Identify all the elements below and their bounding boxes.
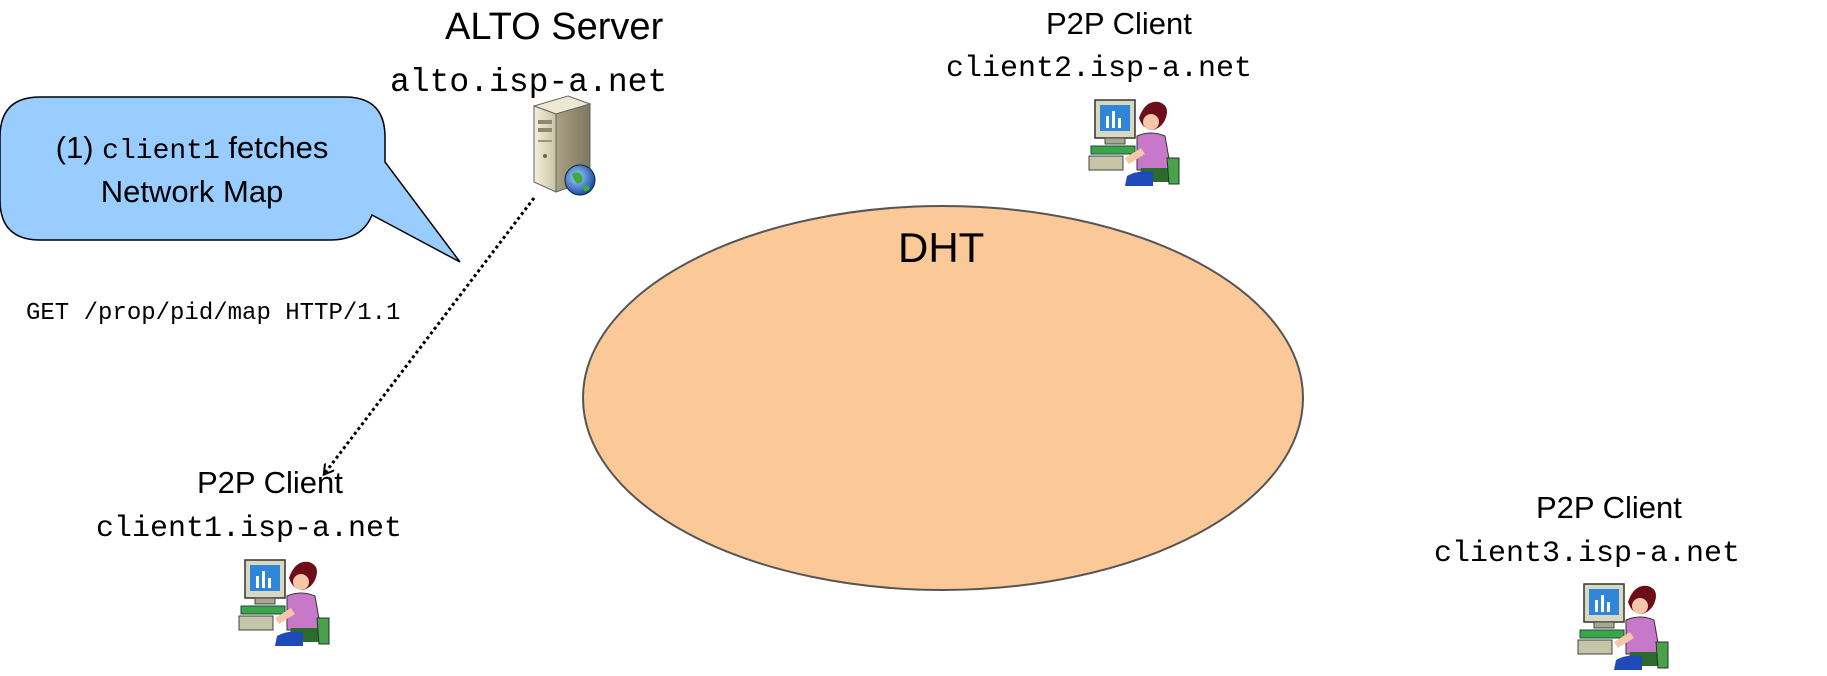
callout-text: (1) client1 fetches Network Map — [6, 128, 378, 212]
client1-host: client1.isp-a.net — [96, 512, 403, 546]
alto-server-host: alto.isp-a.net — [390, 64, 668, 101]
server-icon — [532, 95, 596, 196]
dht-ellipse — [582, 205, 1304, 591]
alto-server-title: ALTO Server — [445, 6, 664, 48]
user-computer-icon — [1088, 99, 1180, 186]
callout-action: fetches — [228, 130, 329, 165]
client1-title: P2P Client — [197, 465, 343, 500]
user-computer-icon — [1577, 583, 1669, 670]
callout-step: (1) — [55, 130, 94, 165]
callout-line-1: (1) client1 fetches — [6, 128, 378, 172]
client3-host: client3.isp-a.net — [1434, 537, 1741, 571]
callout-object: Network Map — [100, 174, 284, 209]
dht-label: DHT — [898, 224, 985, 271]
client3-title: P2P Client — [1536, 490, 1682, 525]
client2-host: client2.isp-a.net — [946, 52, 1253, 86]
callout-bubble — [0, 96, 461, 263]
callout-actor: client1 — [102, 136, 220, 167]
client2-title: P2P Client — [1046, 6, 1192, 41]
request-text: GET /prop/pid/map HTTP/1.1 — [26, 300, 401, 327]
user-computer-icon — [238, 559, 330, 646]
